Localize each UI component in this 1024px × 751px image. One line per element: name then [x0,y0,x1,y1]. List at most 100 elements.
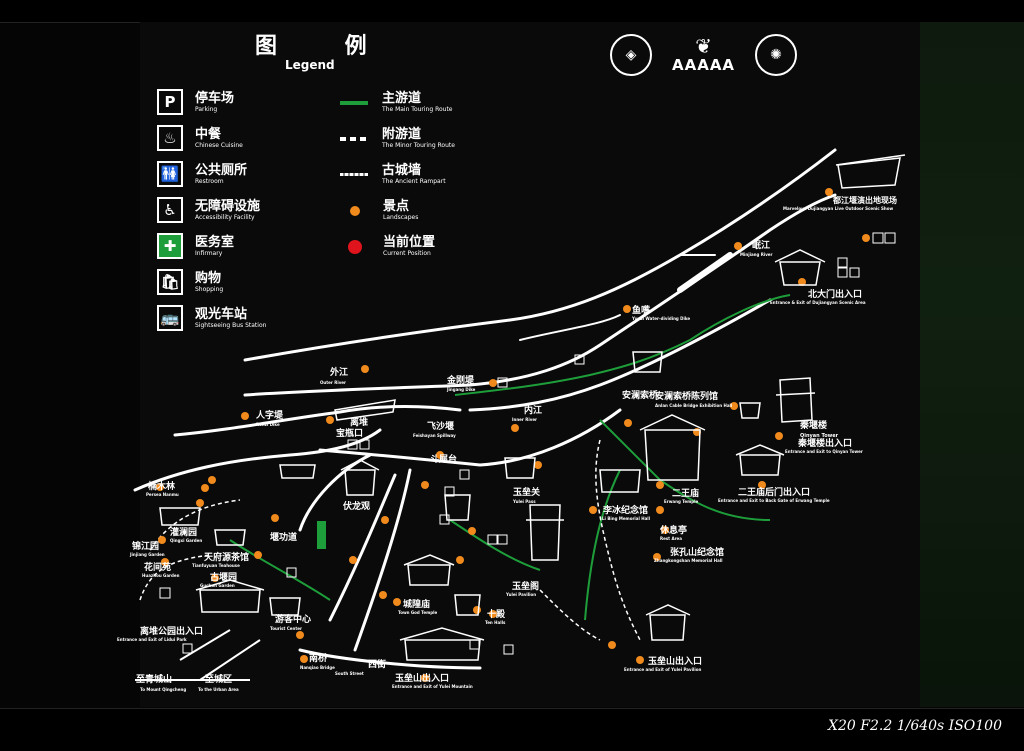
svg-text:宝瓶口: 宝瓶口 [336,427,363,439]
current-position-dot-icon [348,239,362,254]
svg-text:To Mount Qingcheng: To Mount Qingcheng [140,687,186,692]
svg-text:李冰纪念馆: 李冰纪念馆 [602,504,648,516]
svg-text:十殿: 十殿 [487,608,506,620]
svg-text:秦堰楼出入口: 秦堰楼出入口 [797,437,852,449]
svg-text:Entrance and Exit of Lidui Par: Entrance and Exit of Lidui Park [117,637,187,642]
svg-text:South Street: South Street [335,671,364,676]
svg-text:Jingang Dike: Jingang Dike [446,387,476,392]
svg-text:斗犀台: 斗犀台 [430,453,457,465]
svg-text:南桥: 南桥 [309,652,328,664]
rampart-symbol [340,173,368,176]
svg-text:Yulei Pavilion: Yulei Pavilion [505,592,536,597]
svg-text:Jinjiang Garden: Jinjiang Garden [129,552,165,557]
svg-text:Renzi Dike: Renzi Dike [256,422,280,427]
svg-text:Inner River: Inner River [512,417,537,422]
svg-text:Entrance and Exit to Back Gate: Entrance and Exit to Back Gate of Erwang… [718,498,830,503]
svg-text:Rest Area: Rest Area [660,536,682,541]
svg-text:Zhangkongshan Memorial Hall: Zhangkongshan Memorial Hall [654,558,723,563]
certification-logos: ◈ ❦ AAAAA ✺ [610,34,798,76]
svg-text:古堰园: 古堰园 [210,571,237,583]
svg-text:Feishayan Spillway: Feishayan Spillway [413,433,456,438]
shopping-icon: 🛍 [157,269,183,295]
svg-text:Anlan Cable Bridge Exhibition: Anlan Cable Bridge Exhibition Hall [655,403,733,408]
minor-touring-route [139,439,641,641]
building-icons [159,154,906,661]
svg-text:休息亭: 休息亭 [659,524,687,536]
national-park-icon: ✺ [755,34,798,76]
svg-text:玉垒山出入口: 玉垒山出入口 [395,672,449,684]
svg-text:至青城山: 至青城山 [136,673,172,685]
svg-text:游客中心: 游客中心 [275,613,311,625]
river-banks [133,148,837,670]
bus-station-icon: 🚌 [157,305,183,331]
map-board [140,22,920,707]
svg-text:金刚堤: 金刚堤 [446,374,475,386]
svg-text:安澜索桥: 安澜索桥 [622,389,659,401]
svg-text:玉垒阁: 玉垒阁 [512,580,539,592]
restroom-icon: 🚻 [157,161,183,187]
svg-text:Entrance and Exit of Yulei Pav: Entrance and Exit of Yulei Pavilion [624,667,701,672]
svg-text:玉垒关: 玉垒关 [513,486,540,498]
svg-text:飞沙堰: 飞沙堰 [427,420,454,432]
svg-text:Entrance & Exit of Dujiangyan: Entrance & Exit of Dujiangyan Scenic Are… [770,300,866,305]
svg-text:Tianfuyuan Teahouse: Tianfuyuan Teahouse [192,563,240,568]
infirmary-marker [317,521,326,549]
svg-text:Yulei Pass: Yulei Pass [512,499,536,504]
svg-text:Entrance and Exit to Qinyan To: Entrance and Exit to Qinyan Tower [785,449,863,454]
roads [135,629,261,681]
svg-text:楠木林: 楠木林 [148,480,176,492]
background-foliage [920,22,1024,707]
svg-text:离堆: 离堆 [350,416,368,428]
svg-text:Guchon Garden: Guchon Garden [200,583,235,588]
camera-exif-caption: X20 F2.2 1/640s ISO100 [828,718,1002,734]
map-labels: 外江 Outer River 内江 Inner River 金刚堤 Jingan… [117,195,897,692]
svg-text:灌澜园: 灌澜园 [170,526,197,538]
svg-text:玉垒山出入口: 玉垒山出入口 [648,655,702,667]
svg-text:外江: 外江 [329,366,348,378]
svg-text:To the Urban Area: To the Urban Area [198,687,239,692]
landscape-dots [156,188,870,682]
main-route-symbol [340,100,368,105]
svg-text:北大门出入口: 北大门出入口 [808,288,862,300]
svg-text:Persea Nanmu: Persea Nanmu [146,492,179,497]
svg-text:Tourist Center: Tourist Center [270,626,302,631]
svg-text:都江堰演出地现场: 都江堰演出地现场 [832,195,897,205]
legend-subtitle: Legend [285,58,335,72]
minor-route-symbol [340,136,368,141]
svg-text:堰功道: 堰功道 [270,531,297,543]
svg-text:Erwang Temple: Erwang Temple [664,499,699,504]
svg-text:鱼嘴: 鱼嘴 [632,304,650,316]
svg-text:Li Bing Memorial Hall: Li Bing Memorial Hall [602,516,651,521]
svg-text:秦堰楼: 秦堰楼 [799,419,827,431]
infirmary-icon: ✚ [157,233,183,259]
svg-text:花间苑: 花间苑 [144,561,171,573]
svg-text:内江: 内江 [524,404,542,416]
svg-text:Town God Temple: Town God Temple [398,610,437,615]
svg-text:Yuzui Water-dividing Dike: Yuzui Water-dividing Dike [631,316,690,321]
aaaaa-badge: ❦ AAAAA [672,34,736,74]
legend-title: 图 例 [255,34,397,59]
svg-text:伏龙观: 伏龙观 [343,500,370,512]
restaurant-icon: ♨ [157,125,183,151]
svg-text:Outer River: Outer River [320,380,346,385]
svg-text:锦江园: 锦江园 [132,540,159,552]
tourism-emblem-icon: ❦ [695,34,712,58]
svg-text:Nanqiao Bridge: Nanqiao Bridge [300,665,335,670]
svg-text:Marvelous Dujiangyan Live Outd: Marvelous Dujiangyan Live Outdoor Scenic… [783,206,894,211]
facility-icons [159,232,896,655]
svg-text:西街: 西街 [368,658,386,670]
accessibility-icon: ♿ [157,197,183,223]
world-heritage-icon: ◈ [610,34,652,76]
svg-text:安澜索桥陈列馆: 安澜索桥陈列馆 [655,390,718,402]
